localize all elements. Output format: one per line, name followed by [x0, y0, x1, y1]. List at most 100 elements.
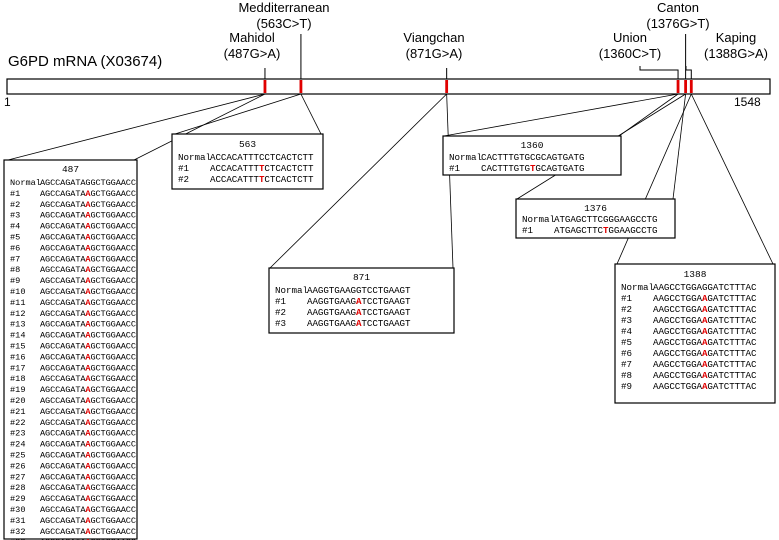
- sequence-prefix: AAGCCTGGA: [653, 348, 703, 359]
- sample-label: #17: [10, 363, 25, 373]
- sample-sequence: CACTTTGTGTGCAGTGATG: [481, 163, 585, 174]
- normal-sequence: AAGGTGAAGGTCCTGAAGT: [307, 285, 411, 296]
- sample-label: #15: [10, 342, 25, 352]
- variant-marker-med: [299, 80, 303, 93]
- sample-label: #5: [621, 337, 632, 348]
- mutant-base: A: [702, 304, 708, 315]
- sample-sequence: AGCCAGATAAGCTGGAACC: [40, 254, 136, 264]
- sequence-prefix: AGCCAGATA: [40, 331, 86, 341]
- sample-sequence: AGCCAGATAAGCTGGAACC: [40, 483, 136, 493]
- sequence-prefix: AGCCAGATA: [40, 200, 86, 210]
- sequence-prefix: AGCCAGATA: [40, 538, 86, 540]
- sequence-suffix: GCTGGAACC: [90, 265, 136, 275]
- sequence-prefix: CACTTTGTG: [481, 152, 530, 163]
- sample-sequence: AAGCCTGGAAGATCTTTAC: [653, 370, 757, 381]
- normal-sequence: CACTTTGTGCGCAGTGATG: [481, 152, 585, 163]
- sample-sequence: AAGCCTGGAAGATCTTTAC: [653, 293, 757, 304]
- alignment-frame-871: [268, 267, 455, 334]
- mutant-base: A: [702, 293, 708, 304]
- sequence-suffix: GCTGGAACC: [90, 309, 136, 319]
- mutant-base: A: [85, 233, 91, 243]
- sample-label: #1: [275, 296, 287, 307]
- connector-b1388-right: [690, 93, 774, 265]
- sequence-suffix: GCTGGAACC: [90, 243, 136, 253]
- variant-name-kaping: Kaping: [716, 30, 756, 45]
- sequence-prefix: AAGCCTGGA: [653, 326, 703, 337]
- sample-label: #19: [10, 385, 25, 395]
- sequence-suffix: GCTGGAACC: [90, 494, 136, 504]
- mutant-base: A: [356, 307, 362, 318]
- mutant-base: A: [85, 320, 91, 330]
- sample-label: #18: [10, 374, 25, 384]
- sequence-prefix: AGCCAGATA: [40, 440, 86, 450]
- sample-label: #3: [621, 315, 632, 326]
- normal-sequence: ATGAGCTTCGGGAAGCCTG: [554, 214, 658, 225]
- normal-label: Normal: [621, 282, 654, 293]
- mutant-base: A: [702, 370, 708, 381]
- sample-sequence: AGCCAGATAAGCTGGAACC: [40, 309, 136, 319]
- sample-sequence: ACCACATTTTCTCACTCTT: [210, 174, 314, 185]
- sample-sequence: AGCCAGATAAGCTGGAACC: [40, 418, 136, 428]
- sample-label: #1: [522, 225, 534, 236]
- sample-label: #6: [621, 348, 632, 359]
- mutant-base: A: [85, 265, 91, 275]
- sample-label: #6: [10, 243, 20, 253]
- sequence-prefix: ATGAGCTTC: [554, 225, 604, 236]
- sequence-prefix: AAGGTGAAG: [307, 296, 356, 307]
- normal-sequence: ACCACATTTCCTCACTCTT: [210, 152, 314, 163]
- variant-change-union: (1360C>T): [599, 46, 662, 61]
- sequence-suffix: CTCACTCTT: [264, 174, 314, 185]
- sample-label: #20: [10, 396, 25, 406]
- sequence-suffix: GCTGGAACC: [90, 407, 136, 417]
- sequence-prefix: AAGGTGAAG: [307, 285, 356, 296]
- sample-sequence: AGCCAGATAAGCTGGAACC: [40, 320, 136, 330]
- sample-label: #26: [10, 461, 25, 471]
- sequence-suffix: GGAAGCCTG: [608, 214, 657, 225]
- sequence-suffix: TCCTGAAGT: [361, 307, 411, 318]
- alignment-frame-1360: [442, 135, 622, 176]
- sequence-suffix: GCTGGAACC: [90, 385, 136, 395]
- sample-sequence: AAGCCTGGAAGATCTTTAC: [653, 359, 757, 370]
- sample-label: #27: [10, 472, 25, 482]
- variant-name-mahidol: Mahidol: [229, 30, 275, 45]
- sample-sequence: AGCCAGATAAGCTGGAACC: [40, 331, 136, 341]
- sequence-prefix: ACCACATTT: [210, 163, 260, 174]
- sequence-suffix: GCTGGAACC: [90, 363, 136, 373]
- mutant-base: A: [356, 296, 362, 307]
- reference-base: G: [702, 282, 708, 293]
- sequence-suffix: GCTGGAACC: [90, 320, 136, 330]
- sequence-prefix: AGCCAGATA: [40, 472, 86, 482]
- sequence-suffix: GCTGGAACC: [90, 178, 136, 188]
- mutant-base: A: [85, 407, 91, 417]
- variant-change-mahidol: (487G>A): [224, 46, 281, 61]
- sample-label: #21: [10, 407, 25, 417]
- sample-sequence: ACCACATTTTCTCACTCTT: [210, 163, 314, 174]
- sample-sequence: AGCCAGATAAGCTGGAACC: [40, 276, 136, 286]
- sample-sequence: AGCCAGATAAGCTGGAACC: [40, 363, 136, 373]
- sample-label: #1: [178, 163, 190, 174]
- mutant-base: A: [85, 483, 91, 493]
- sequence-suffix: GCTGGAACC: [90, 189, 136, 199]
- mutant-base: A: [702, 315, 708, 326]
- sequence-suffix: GATCTTTAC: [707, 370, 757, 381]
- scale-end-label: 1548: [734, 95, 761, 109]
- sequence-prefix: AGCCAGATA: [40, 527, 86, 537]
- sequence-suffix: GCTGGAACC: [90, 429, 136, 439]
- sequence-suffix: GATCTTTAC: [707, 304, 757, 315]
- sequence-prefix: AGCCAGATA: [40, 385, 86, 395]
- alignment-title: 1388: [684, 269, 707, 280]
- sample-sequence: AAGCCTGGAAGATCTTTAC: [653, 315, 757, 326]
- variant-name-viangchan: Viangchan: [403, 30, 464, 45]
- sample-label: #32: [10, 527, 25, 537]
- reference-base: G: [356, 285, 362, 296]
- sequence-prefix: AAGCCTGGA: [653, 315, 703, 326]
- sample-label: #33: [10, 538, 25, 540]
- sequence-suffix: TCCTGAAGT: [361, 318, 411, 329]
- sequence-prefix: AGCCAGATA: [40, 189, 86, 199]
- variant-marker-union: [676, 80, 680, 93]
- variant-layer: Mahidol(487G>A)Medditerranean(563C>T)Via…: [224, 0, 768, 93]
- sequence-prefix: AGCCAGATA: [40, 254, 86, 264]
- sequence-suffix: GCTGGAACC: [90, 527, 136, 537]
